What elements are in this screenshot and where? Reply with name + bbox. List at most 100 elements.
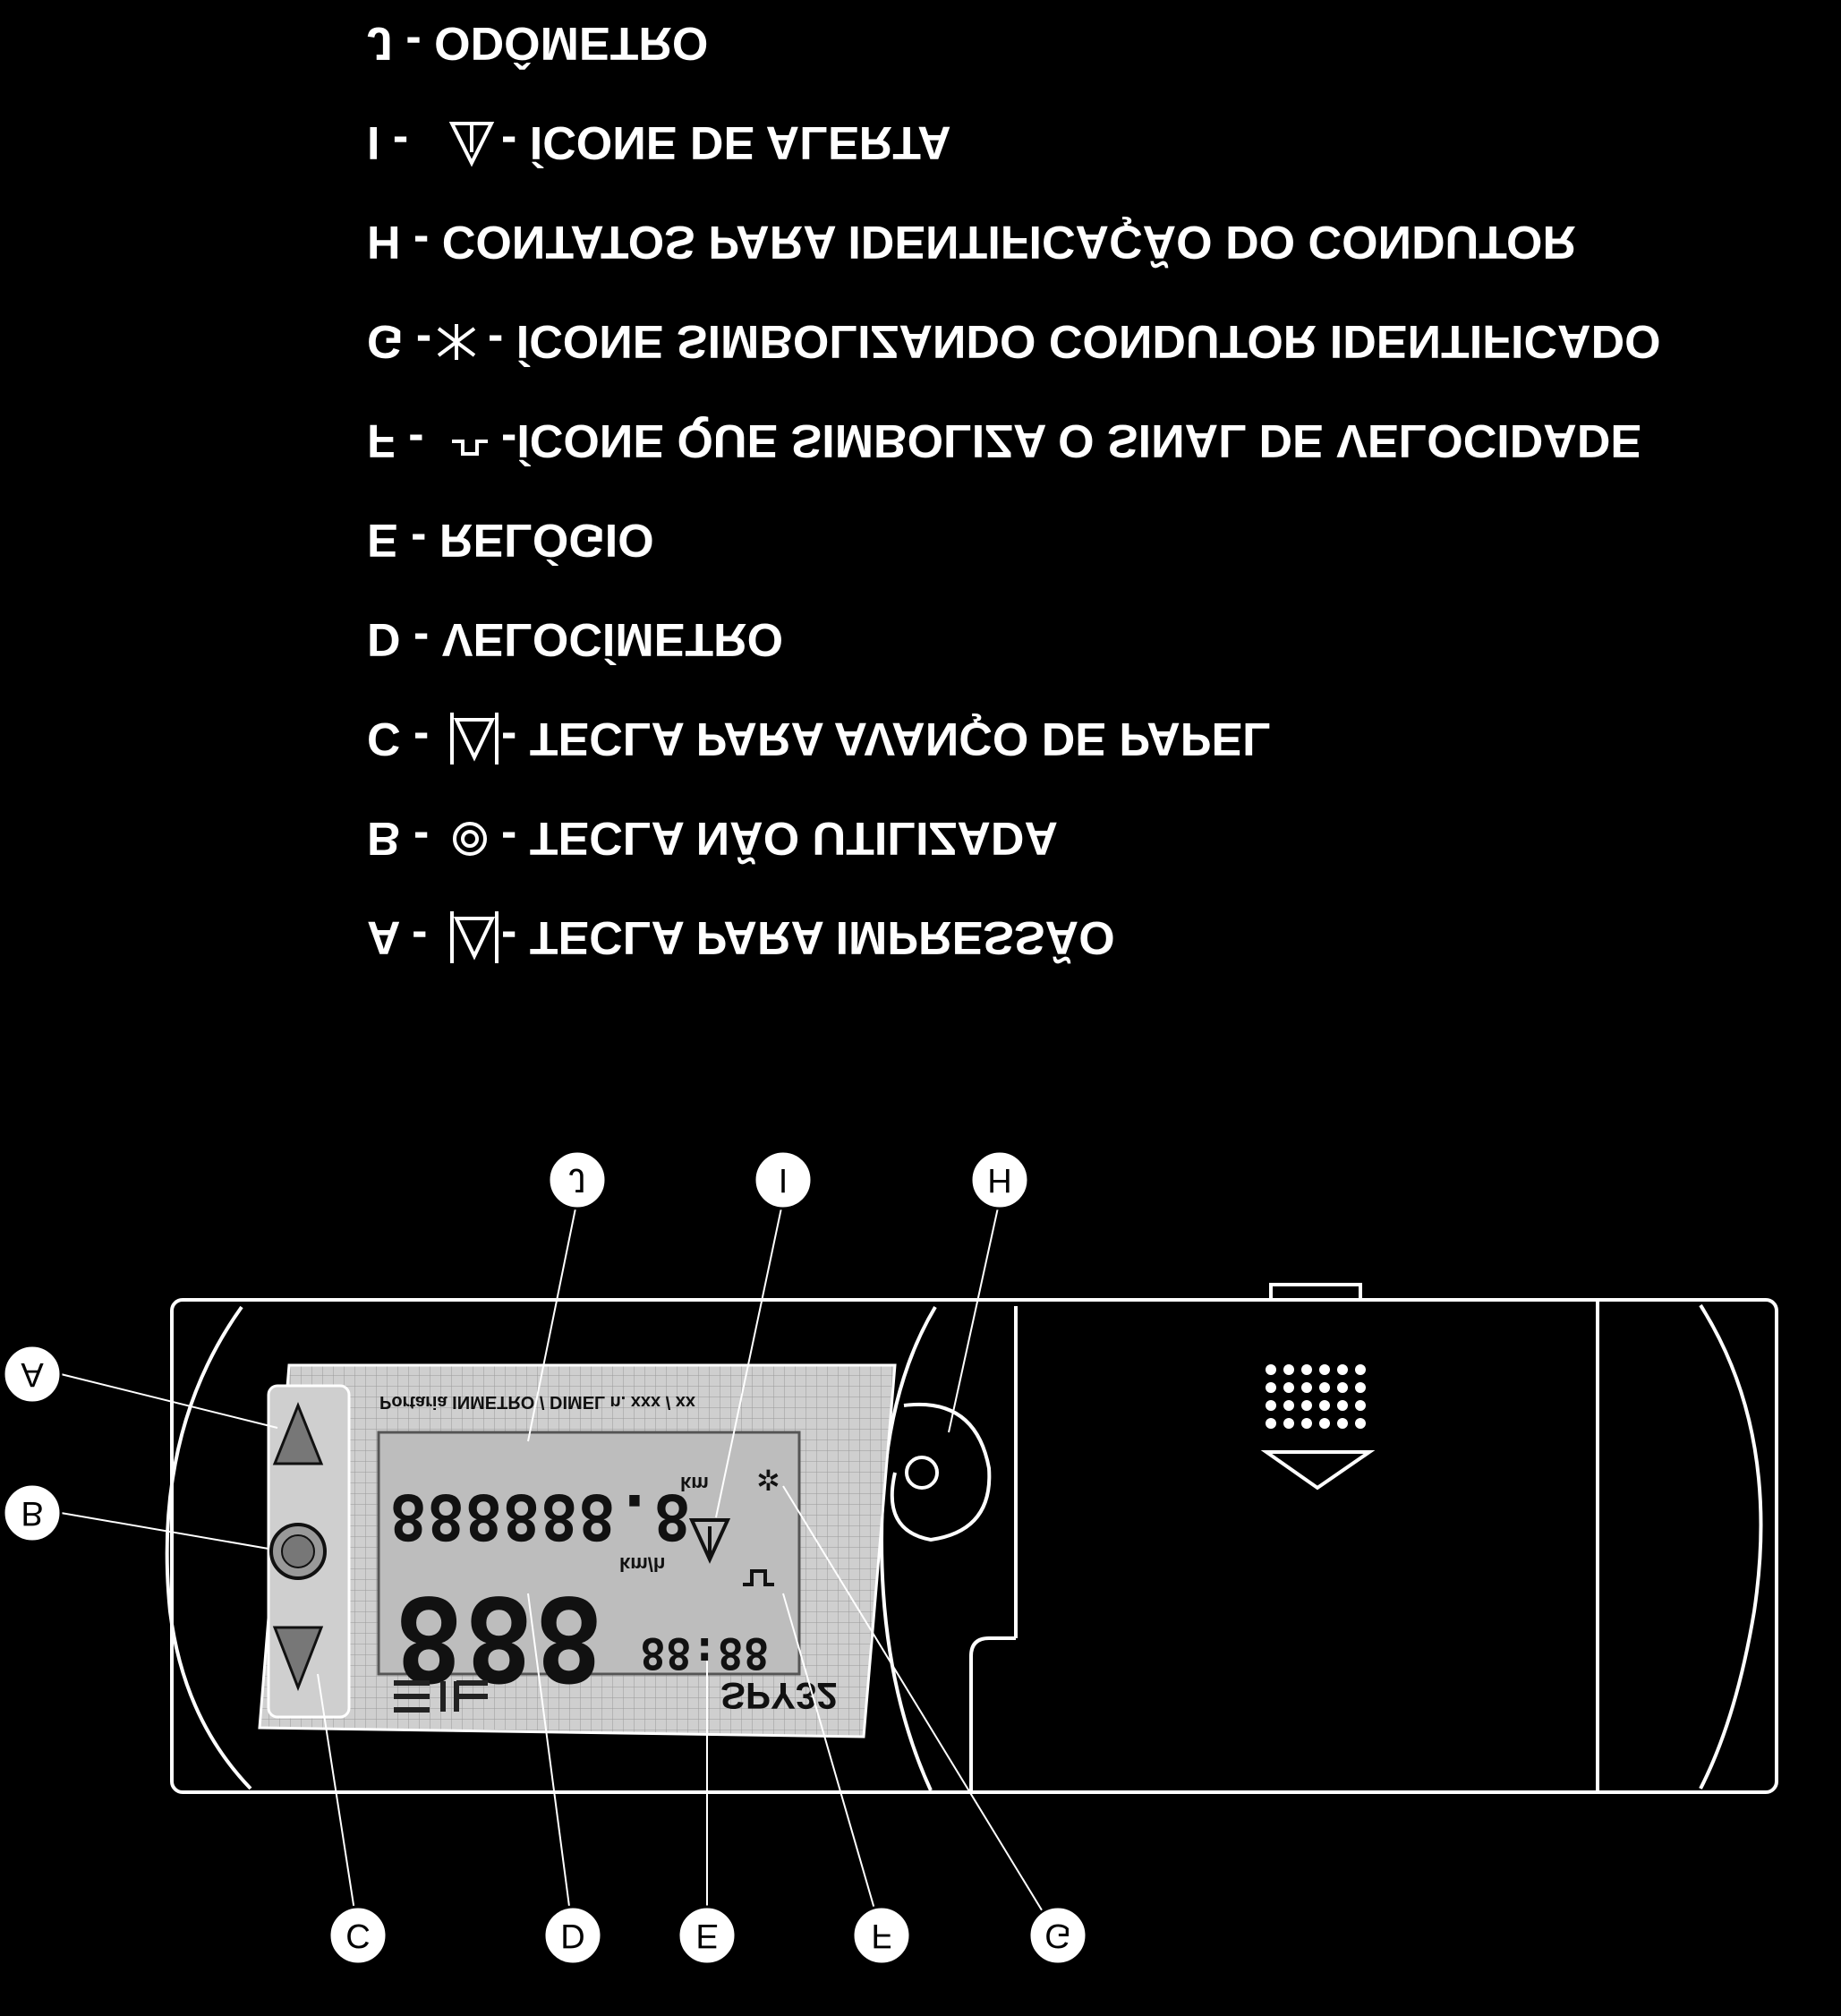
legend-label: B - [367,812,429,864]
slot-dot [1337,1364,1348,1375]
top-tab [1269,1283,1362,1302]
paper-slot-icon [1266,1364,1366,1429]
slot-dot [1301,1364,1312,1375]
legend-row-d: D - VELOCÍMETRO [367,613,783,665]
callout-letter: I [779,1161,788,1199]
paper-advance-key[interactable] [272,1626,324,1692]
slot-dot [1355,1418,1366,1429]
slot-dot [1283,1418,1294,1429]
callout-letter: G [1044,1917,1071,1954]
callout-letter: F [871,1917,891,1954]
callout-circle [753,1149,814,1210]
print-key[interactable] [272,1401,324,1465]
callout-j: J [547,1149,608,1210]
right-cap-curve [1699,1303,1763,1790]
slot-dot [1319,1400,1330,1411]
slot-dot [1319,1382,1330,1393]
slot-dot [1319,1364,1330,1375]
legend: A - - TECLA PARA IMPRESSÃO B - - TECLA NÃ… [367,17,1661,964]
callout-letter: J [569,1161,586,1199]
callout-letter: E [695,1917,718,1954]
slot-dot [1337,1382,1348,1393]
legend-row-h: H - CONTATOS PARA IDENTIFICAÇÃO DO CONDU… [367,216,1576,269]
print-key-icon [450,911,499,963]
callout-c: C [328,1905,388,1966]
callout-circle [2,1482,63,1543]
slot-dot [1266,1364,1276,1375]
contact-point-icon [905,1456,939,1490]
alert-icon [448,122,495,167]
speed-unit: km/h [619,1553,665,1576]
circle-key-icon [453,822,487,856]
callout-e: E [677,1905,737,1966]
slot-dot [1301,1418,1312,1429]
speed-signal-icon [452,440,488,456]
callout-f: F [851,1905,912,1966]
legend-row-a: A - - TECLA PARA IMPRESSÃO [367,911,1115,964]
legend-label: I - [367,116,408,168]
callouts: A B C D E F G H I J [2,1149,1088,1966]
callout-i: I [753,1149,814,1210]
legend-description: - TECLA PARA IMPRESSÃO [501,911,1115,964]
device-housing [165,1283,1778,1794]
speed-readout: 888 [394,1570,604,1706]
odometer-unit: km [680,1473,709,1495]
legend-row-j: J - ODÔMETRO [367,17,708,70]
callout-circle [2,1344,63,1405]
legend-label: E - RELÓGIO [367,514,654,566]
driver-identified-icon [437,324,476,360]
callout-circle [542,1905,603,1966]
slot-dot [1283,1382,1294,1393]
contact-housing [890,1402,992,1542]
legend-label: H - CONTATOS PARA IDENTIFICAÇÃO DO CONDU… [367,216,1576,269]
driver-id-contact[interactable] [890,1402,992,1542]
legend-description: - ÍCONE SIMBOLIZANDO CONDUTOR IDENTIFICA… [488,315,1661,367]
odometer-readout: 888888.8 [389,1480,691,1553]
callout-circle [851,1905,912,1966]
key-column [267,1384,351,1719]
callout-circle [547,1149,608,1210]
legend-row-c: C - - TECLA PARA AVANÇO DE PAPEL [367,713,1271,765]
callout-circle [328,1905,388,1966]
display-texts: Portaria INMETRO / DIMEL n. xxx / xx 888… [379,1392,838,1717]
callout-circle [1027,1905,1088,1966]
legend-label: C - [367,713,429,765]
display-icons: ✲ [394,1464,780,1713]
callout-d: D [542,1905,603,1966]
slot-dot [1355,1400,1366,1411]
legend-row-g: G - - ÍCONE SIMBOLIZANDO CONDUTOR IDENTI… [367,315,1661,367]
eip-logo [394,1680,488,1713]
left-cap-curve [165,1305,252,1790]
brand-label: SPY32 [720,1675,838,1717]
slot-dot [1337,1400,1348,1411]
callout-letter: A [21,1355,44,1393]
legend-description: - TECLA NÃO UTILIZADA [501,812,1058,865]
slot-dot [1266,1382,1276,1393]
slot-dot [1301,1382,1312,1393]
slot-dot [1355,1364,1366,1375]
legend-row-i: I - - ÍCONE DE ALERTA [367,116,951,168]
legend-label: F - [367,414,424,466]
speed-signal-icon [743,1569,774,1586]
portaria-text: Portaria INMETRO / DIMEL n. xxx / xx [379,1392,695,1412]
callout-letter: H [987,1161,1011,1199]
legend-label: A - [367,911,427,963]
slot-dot [1283,1364,1294,1375]
callout-letter: C [345,1917,370,1954]
legend-description: - TECLA PARA AVANÇO DE PAPEL [501,713,1271,765]
unused-key-center [281,1534,315,1568]
slot-dot [1266,1400,1276,1411]
legend-description: - ÍCONE DE ALERTA [501,116,951,168]
slot-dot [1355,1382,1366,1393]
legend-label: G - [367,315,431,367]
lcd-screen [377,1431,801,1676]
callout-letter: D [560,1917,584,1954]
callout-letter: B [21,1494,43,1532]
panel-step [969,1636,1016,1790]
clock-readout: 88:88 [640,1627,770,1678]
callout-h: H [969,1149,1030,1210]
legend-description: -ÍCONE QUE SIMBOLIZA O SINAL DE VELOCIDA… [501,414,1641,466]
slot-dot [1266,1418,1276,1429]
